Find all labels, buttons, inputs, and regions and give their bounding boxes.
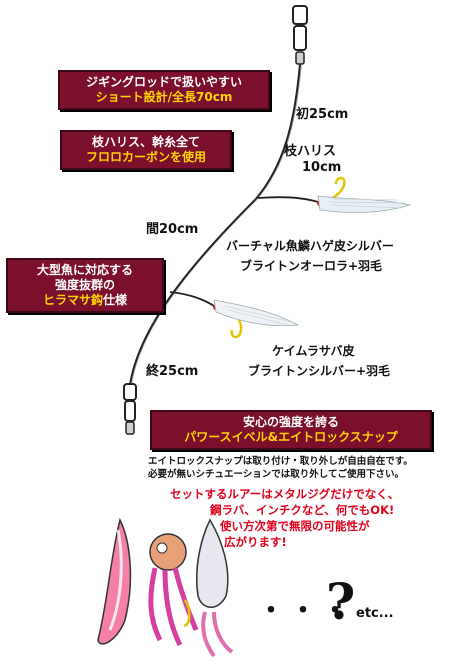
bottom-length-label: 終25cm bbox=[146, 364, 199, 379]
fluoro-banner-line2: フロロカーボンを使用 bbox=[85, 150, 206, 164]
lure-dots: ・・・ bbox=[258, 596, 355, 626]
snap-note-line2: 必要が無いシチュエーションでは取り外してご使用下さい。 bbox=[148, 468, 405, 480]
upper-hook-icon bbox=[325, 176, 346, 203]
lure-note-line2: 鋼ラバ、インチクなど、何でもOK! bbox=[210, 503, 395, 518]
strength-banner-line1: 安心の強度を誇る bbox=[242, 415, 339, 429]
rod-banner-line2: ショート設計/全長70cm bbox=[95, 90, 233, 104]
etc-label: etc... bbox=[356, 606, 394, 621]
bottom-swivel-icon bbox=[123, 383, 137, 435]
strength-banner: 安心の強度を誇る パワースイベル&エイトロックスナップ bbox=[150, 410, 432, 450]
lure-note-line3: 使い方次第で無限の可能性が bbox=[220, 519, 370, 534]
upper-material-line2: ブライトンオーロラ+羽毛 bbox=[240, 259, 383, 273]
mid-length-label: 間20cm bbox=[146, 222, 199, 237]
lower-branch-line bbox=[169, 291, 215, 307]
big-fish-banner-line3: ヒラマサ鈎 bbox=[42, 293, 103, 307]
tai-rubber-icon bbox=[148, 533, 199, 647]
fluoro-banner: 枝ハリス、幹糸全て フロロカーボンを使用 bbox=[60, 130, 232, 170]
lower-material-line2: ブライトンシルバー+羽毛 bbox=[248, 364, 391, 378]
big-fish-banner-line3-suffix: 仕様 bbox=[103, 293, 128, 307]
upper-material-line1: バーチャル魚鱗ハゲ皮シルバー bbox=[226, 239, 394, 253]
metal-jig-icon bbox=[97, 517, 132, 645]
lure-note: セットするルアーはメタルジグだけでなく、 鋼ラバ、インチクなど、何でもOK! 使… bbox=[170, 486, 440, 550]
snap-note: エイトロックスナップは取り付け・取り外しが自由自在です。 必要が無いシチュエーシ… bbox=[148, 456, 444, 482]
top-swivel-icon bbox=[292, 5, 308, 65]
rod-banner-line1: ジギングロッドで扱いやすい bbox=[85, 75, 242, 89]
big-fish-banner-line2: 強度抜群の bbox=[54, 278, 115, 292]
upper-skirt bbox=[317, 195, 412, 213]
question-mark: ? bbox=[326, 572, 356, 631]
snap-note-line1: エイトロックスナップは取り付け・取り外しが自由自在です。 bbox=[148, 456, 413, 467]
lower-material-line1: ケイムラサバ皮 bbox=[272, 344, 355, 358]
big-fish-banner: 大型魚に対応する 強度抜群の ヒラマサ鈎仕様 bbox=[6, 258, 164, 313]
upper-branch-line bbox=[257, 196, 319, 203]
branch-length-label: 10cm bbox=[302, 160, 342, 175]
big-fish-banner-line1: 大型魚に対応する bbox=[36, 263, 133, 277]
lure-note-line1: セットするルアーはメタルジグだけでなく、 bbox=[170, 487, 400, 501]
fluoro-banner-line1: 枝ハリス、幹糸全て bbox=[91, 135, 200, 149]
inchiku-icon bbox=[195, 518, 234, 658]
main-line bbox=[129, 63, 301, 386]
rod-banner: ジギングロッドで扱いやすい ショート設計/全長70cm bbox=[58, 70, 270, 110]
branch-title-label: 枝ハリス bbox=[284, 144, 337, 159]
top-length-label: 初25cm bbox=[296, 107, 349, 122]
strength-banner-line2: パワースイベル&エイトロックスナップ bbox=[184, 430, 398, 444]
lure-note-line4: 広がります! bbox=[224, 535, 287, 550]
lower-skirt bbox=[213, 299, 300, 327]
